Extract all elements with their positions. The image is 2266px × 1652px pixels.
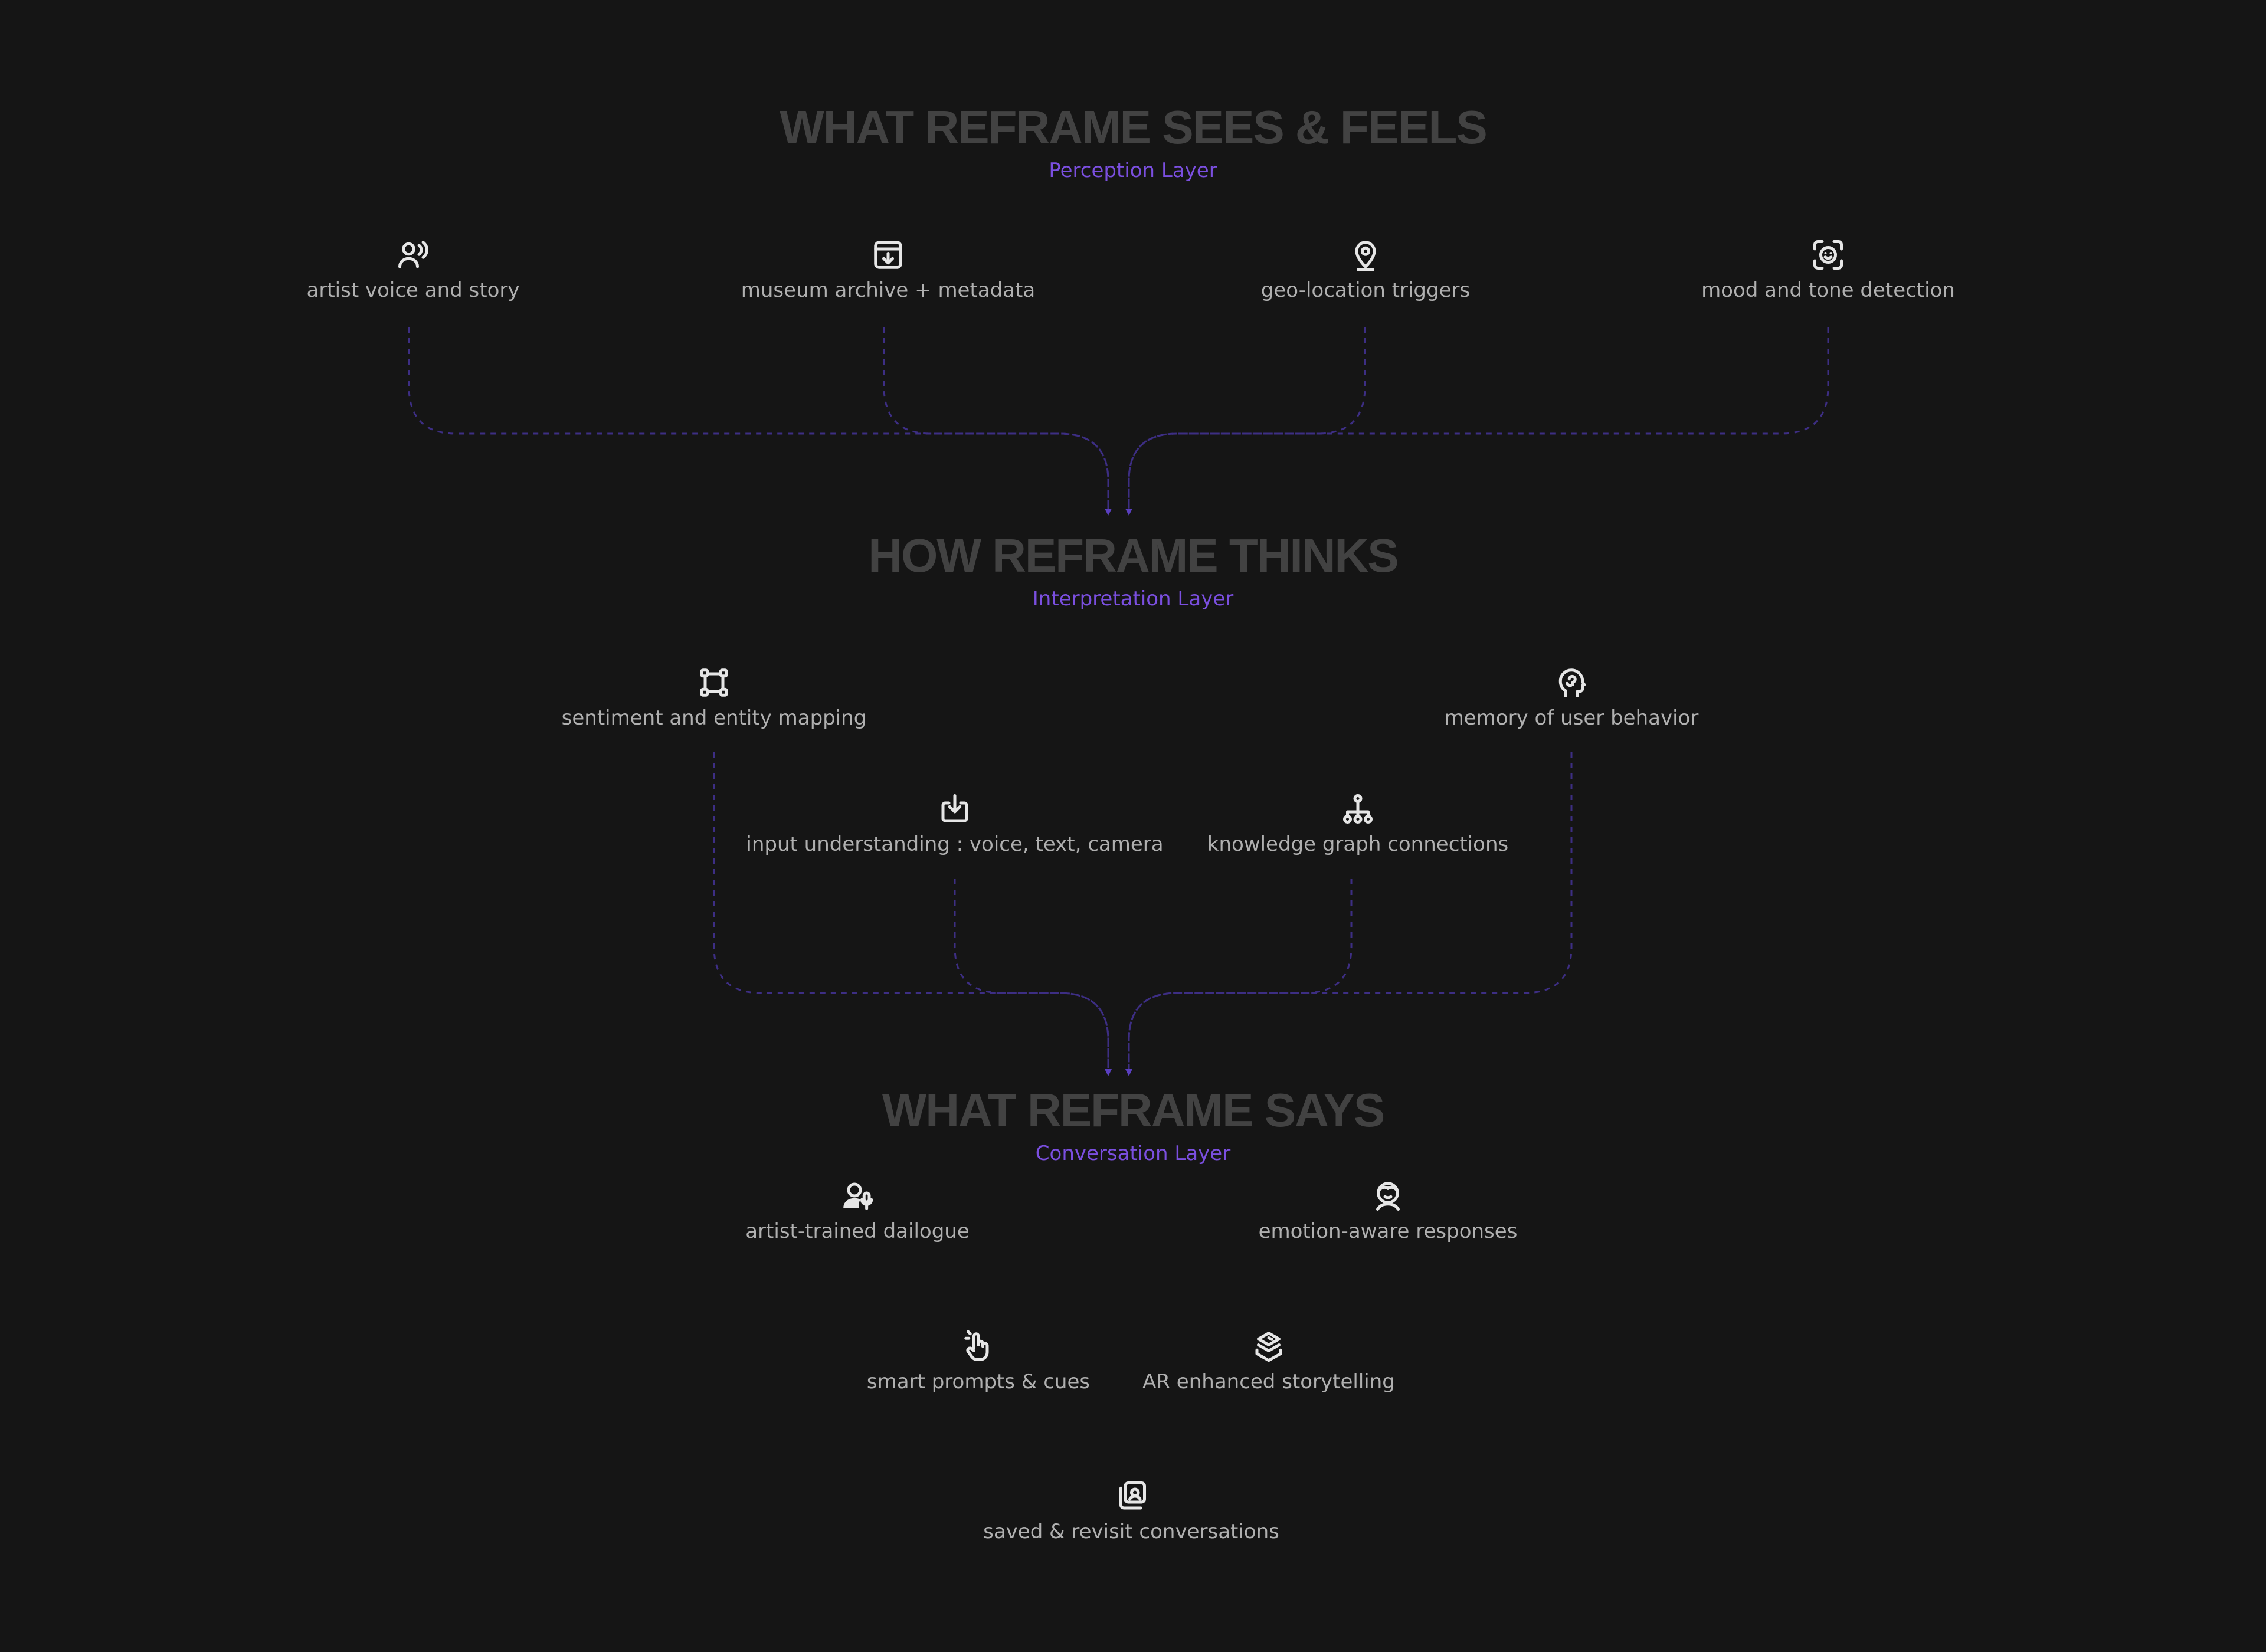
node-artist-voice: artist voice and story: [148, 237, 679, 303]
hierarchy-icon: [1340, 791, 1376, 827]
node-label: geo-location triggers: [1260, 278, 1471, 302]
perception-connectors: [408, 327, 1829, 516]
node-label: saved & revisit conversations: [983, 1520, 1279, 1543]
node-label: museum archive + metadata: [741, 278, 1036, 302]
node-label: memory of user behavior: [1444, 706, 1699, 730]
node-emotion-aware: emotion-aware responses: [1122, 1178, 1653, 1244]
node-label: smart prompts & cues: [866, 1370, 1091, 1394]
connector-line: [408, 327, 1109, 513]
node-label: artist-trained dailogue: [745, 1220, 970, 1243]
archive-download-icon: [870, 237, 906, 273]
node-smart-prompts: smart prompts & cues: [713, 1329, 1244, 1395]
node-label: knowledge graph connections: [1207, 832, 1509, 856]
face-scan-icon: [1810, 237, 1846, 273]
node-geo-location: geo-location triggers: [1100, 237, 1631, 303]
interpretation-title: HOW REFRAME THINKS: [868, 529, 1399, 582]
connector-line: [883, 327, 1109, 513]
conversation-subtitle: Conversation Layer: [1035, 1142, 1231, 1165]
node-knowledge-graph: knowledge graph connections: [1092, 791, 1623, 857]
arrowhead: [1105, 509, 1112, 516]
conversation-title: WHAT REFRAME SAYS: [882, 1084, 1386, 1136]
arrowhead: [1125, 509, 1132, 516]
node-label: mood and tone detection: [1701, 278, 1955, 302]
node-ar-storytelling: AR enhanced storytelling: [1003, 1329, 1534, 1395]
brain-head-icon: [1554, 665, 1589, 700]
arrowhead: [1105, 1069, 1112, 1076]
node-label: artist voice and story: [306, 278, 520, 302]
node-memory-behavior: memory of user behavior: [1306, 665, 1837, 731]
node-label: AR enhanced storytelling: [1142, 1370, 1395, 1394]
node-input-understanding: input understanding : voice, text, camer…: [689, 791, 1220, 857]
arrowhead: [1125, 1069, 1132, 1076]
node-sentiment-entity: sentiment and entity mapping: [448, 665, 980, 731]
node-label: sentiment and entity mapping: [561, 706, 867, 730]
connector-line: [1128, 327, 1366, 513]
node-label: emotion-aware responses: [1258, 1220, 1518, 1243]
node-artist-dialogue: artist-trained dailogue: [592, 1178, 1123, 1244]
user-mic-icon: [840, 1178, 875, 1214]
emotion-face-icon: [1370, 1178, 1406, 1214]
map-pin-icon: [1348, 237, 1383, 273]
node-label: input understanding : voice, text, camer…: [746, 832, 1164, 856]
connector-line: [1128, 879, 1353, 1074]
node-museum-archive: museum archive + metadata: [623, 237, 1154, 303]
interpretation-subtitle: Interpretation Layer: [1032, 587, 1234, 611]
speaking-person-icon: [395, 237, 431, 273]
ar-layers-icon: [1251, 1329, 1286, 1364]
download-tray-icon: [937, 791, 972, 827]
bounding-box-icon: [696, 665, 732, 700]
node-saved-conversations: saved & revisit conversations: [866, 1479, 1397, 1545]
hand-tap-icon: [961, 1329, 996, 1364]
perception-subtitle: Perception Layer: [1049, 159, 1217, 182]
connector-line: [954, 879, 1109, 1074]
connector-line: [1128, 327, 1829, 513]
photo-stack-icon: [1114, 1479, 1149, 1514]
perception-title: WHAT REFRAME SEES & FEELS: [780, 101, 1487, 153]
node-mood-tone: mood and tone detection: [1563, 237, 2094, 303]
